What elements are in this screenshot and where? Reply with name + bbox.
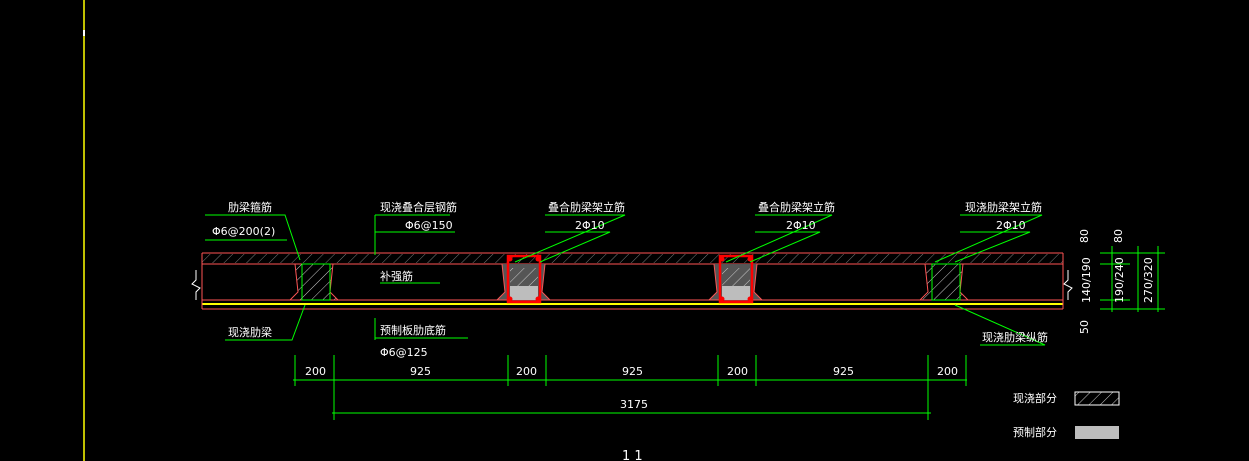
cast-top-spec: Φ6@150 <box>405 219 453 232</box>
dim-right-140-190: 140/190 <box>1080 257 1093 303</box>
precast-bottom-title: 预制板肋底筋 <box>380 323 446 337</box>
rib-2 <box>495 254 552 304</box>
rib-stirrup-title: 肋梁箍筋 <box>228 200 272 214</box>
comp-rib2-spec: 2Φ10 <box>786 219 816 232</box>
dim-seg-7: 200 <box>937 365 958 378</box>
comp-rib1-title: 叠合肋梁架立筋 <box>548 200 625 214</box>
break-mark-left <box>191 270 201 300</box>
dim-seg-5: 200 <box>727 365 748 378</box>
rib-1 <box>288 263 340 301</box>
dim-right-80b: 80 <box>1112 229 1125 243</box>
cast-rib-title: 现浇肋梁架立筋 <box>965 200 1042 214</box>
dim-seg-4: 925 <box>622 365 643 378</box>
precast-bottom-spec: Φ6@125 <box>380 346 428 359</box>
legend-cast-label: 现浇部分 <box>1013 391 1057 405</box>
cast-rib-spec: 2Φ10 <box>996 219 1026 232</box>
comp-rib1-spec: 2Φ10 <box>575 219 605 232</box>
legend-precast-swatch <box>1075 426 1119 439</box>
leaders <box>205 214 1046 346</box>
rib-3 <box>707 254 764 304</box>
filler-label: 补强筋 <box>380 269 413 283</box>
dim-seg-3: 200 <box>516 365 537 378</box>
dim-right-270-320: 270/320 <box>1142 257 1155 303</box>
dim-total: 3175 <box>620 398 648 411</box>
rib-4 <box>918 263 970 301</box>
right-dimensions <box>1100 246 1165 312</box>
rib-stirrup-spec: Φ6@200(2) <box>212 225 275 238</box>
legend-cast-swatch <box>1074 391 1120 406</box>
section-label: 1 1 <box>622 449 643 461</box>
dim-seg-1: 200 <box>305 365 326 378</box>
bottom-dimensions <box>293 355 967 420</box>
legend: 现浇部分 预制部分 <box>1013 391 1120 439</box>
dim-seg-2: 925 <box>410 365 431 378</box>
cast-rib-beam-label: 现浇肋梁 <box>228 325 272 339</box>
dim-right-50: 50 <box>1078 320 1091 334</box>
cast-rib-long-label: 现浇肋梁纵筋 <box>982 330 1048 344</box>
cast-top-title: 现浇叠合层钢筋 <box>380 200 457 214</box>
legend-precast-label: 预制部分 <box>1013 425 1057 439</box>
dim-right-80: 80 <box>1078 229 1091 243</box>
comp-rib2-title: 叠合肋梁架立筋 <box>758 200 835 214</box>
break-mark-right <box>1063 270 1073 300</box>
dim-right-190-240: 190/240 <box>1113 257 1126 303</box>
dim-seg-6: 925 <box>833 365 854 378</box>
